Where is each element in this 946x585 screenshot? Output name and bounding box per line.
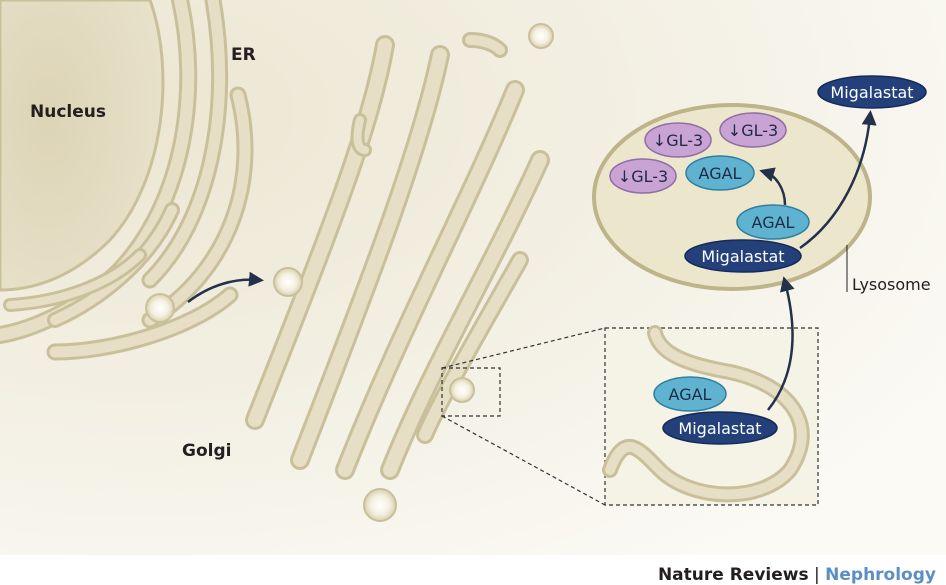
label-lysosome: Lysosome (852, 275, 931, 294)
footer-journal: Nature Reviews (658, 565, 809, 585)
svg-text:Migalastat: Migalastat (830, 83, 913, 102)
svg-text:Migalastat: Migalastat (701, 247, 784, 266)
agal-inset: AGAL (653, 376, 727, 412)
agal-bound-lysosome: AGAL (736, 204, 810, 240)
inset-budding-membrane (602, 325, 810, 503)
migalastat-inset: Migalastat (662, 411, 778, 445)
er-to-golgi-arrow (187, 271, 264, 303)
golgi-vesicle-left (273, 267, 303, 297)
zoom-source-box (441, 367, 501, 417)
migalastat-released: Migalastat (817, 75, 927, 109)
label-nucleus: Nucleus (30, 102, 106, 122)
svg-text:AGAL: AGAL (669, 385, 712, 404)
svg-text:↓GL-3: ↓GL-3 (618, 167, 668, 186)
gl3-molecule-2: ↓GL-3 (719, 112, 787, 148)
svg-text:AGAL: AGAL (699, 164, 742, 183)
nucleus (0, 0, 165, 292)
golgi-cisternae (245, 32, 550, 480)
golgi-vesicle-bottom (363, 488, 397, 522)
golgi-vesicle-top (528, 23, 554, 49)
label-er: ER (231, 45, 256, 65)
release-arrow (799, 110, 877, 250)
agal-free: AGAL (685, 155, 755, 191)
gl3-molecule-3: ↓GL-3 (609, 158, 677, 194)
svg-text:↓GL-3: ↓GL-3 (728, 121, 778, 140)
footer-section: Nephrology (825, 565, 936, 585)
inset-to-lysosome-arrow (767, 276, 795, 411)
gl3-molecule-1: ↓GL-3 (644, 122, 712, 158)
zoom-line-bottom (441, 415, 606, 506)
svg-text:↓GL-3: ↓GL-3 (653, 131, 703, 150)
dissociation-arrow (759, 167, 787, 206)
er-vesicle (145, 293, 175, 323)
footer-credit: Nature Reviews | Nephrology (658, 565, 936, 585)
svg-text:Migalastat: Migalastat (678, 419, 761, 438)
svg-text:AGAL: AGAL (752, 213, 795, 232)
migalastat-lysosome: Migalastat (684, 239, 802, 273)
footer-separator: | (814, 565, 820, 585)
er-membranes (0, 0, 254, 361)
footer-band (0, 555, 946, 585)
label-golgi: Golgi (182, 441, 231, 461)
golgi-budding-vesicle (449, 377, 475, 403)
